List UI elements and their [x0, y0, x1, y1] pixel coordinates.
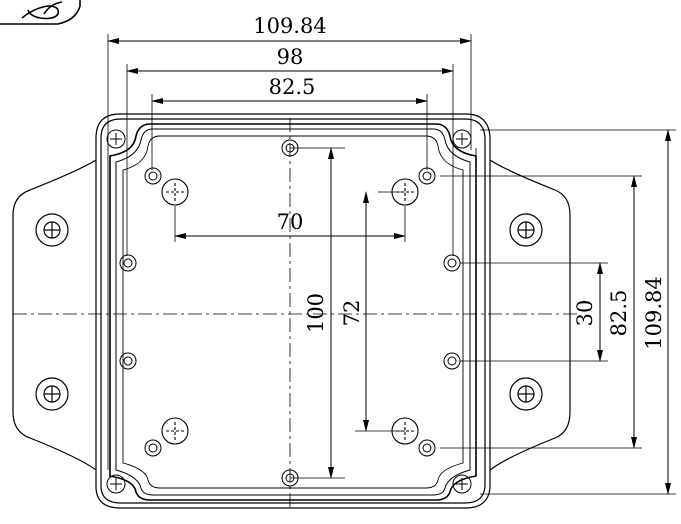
extension-lines [107, 34, 676, 495]
corner-screw-holes [106, 129, 472, 494]
dimension-lines [107, 38, 671, 495]
logo-fragment [0, 0, 81, 25]
dim-label-30: 30 [573, 300, 597, 327]
dim-label-72: 72 [340, 300, 364, 327]
dim-label-82-5-vertical: 82.5 [607, 290, 631, 337]
dim-label-82-5: 82.5 [269, 75, 316, 99]
dim-label-98: 98 [277, 45, 304, 69]
enclosure-outline [12, 113, 571, 509]
dim-label-70: 70 [277, 210, 304, 234]
lid-outline [109, 123, 477, 501]
dim-label-100: 100 [304, 293, 328, 333]
ear-mount-holes [35, 213, 543, 411]
dim-label-overall-width: 109.84 [253, 14, 326, 38]
center-lines [13, 118, 580, 510]
dim-label-overall-height: 109.84 [642, 276, 666, 349]
